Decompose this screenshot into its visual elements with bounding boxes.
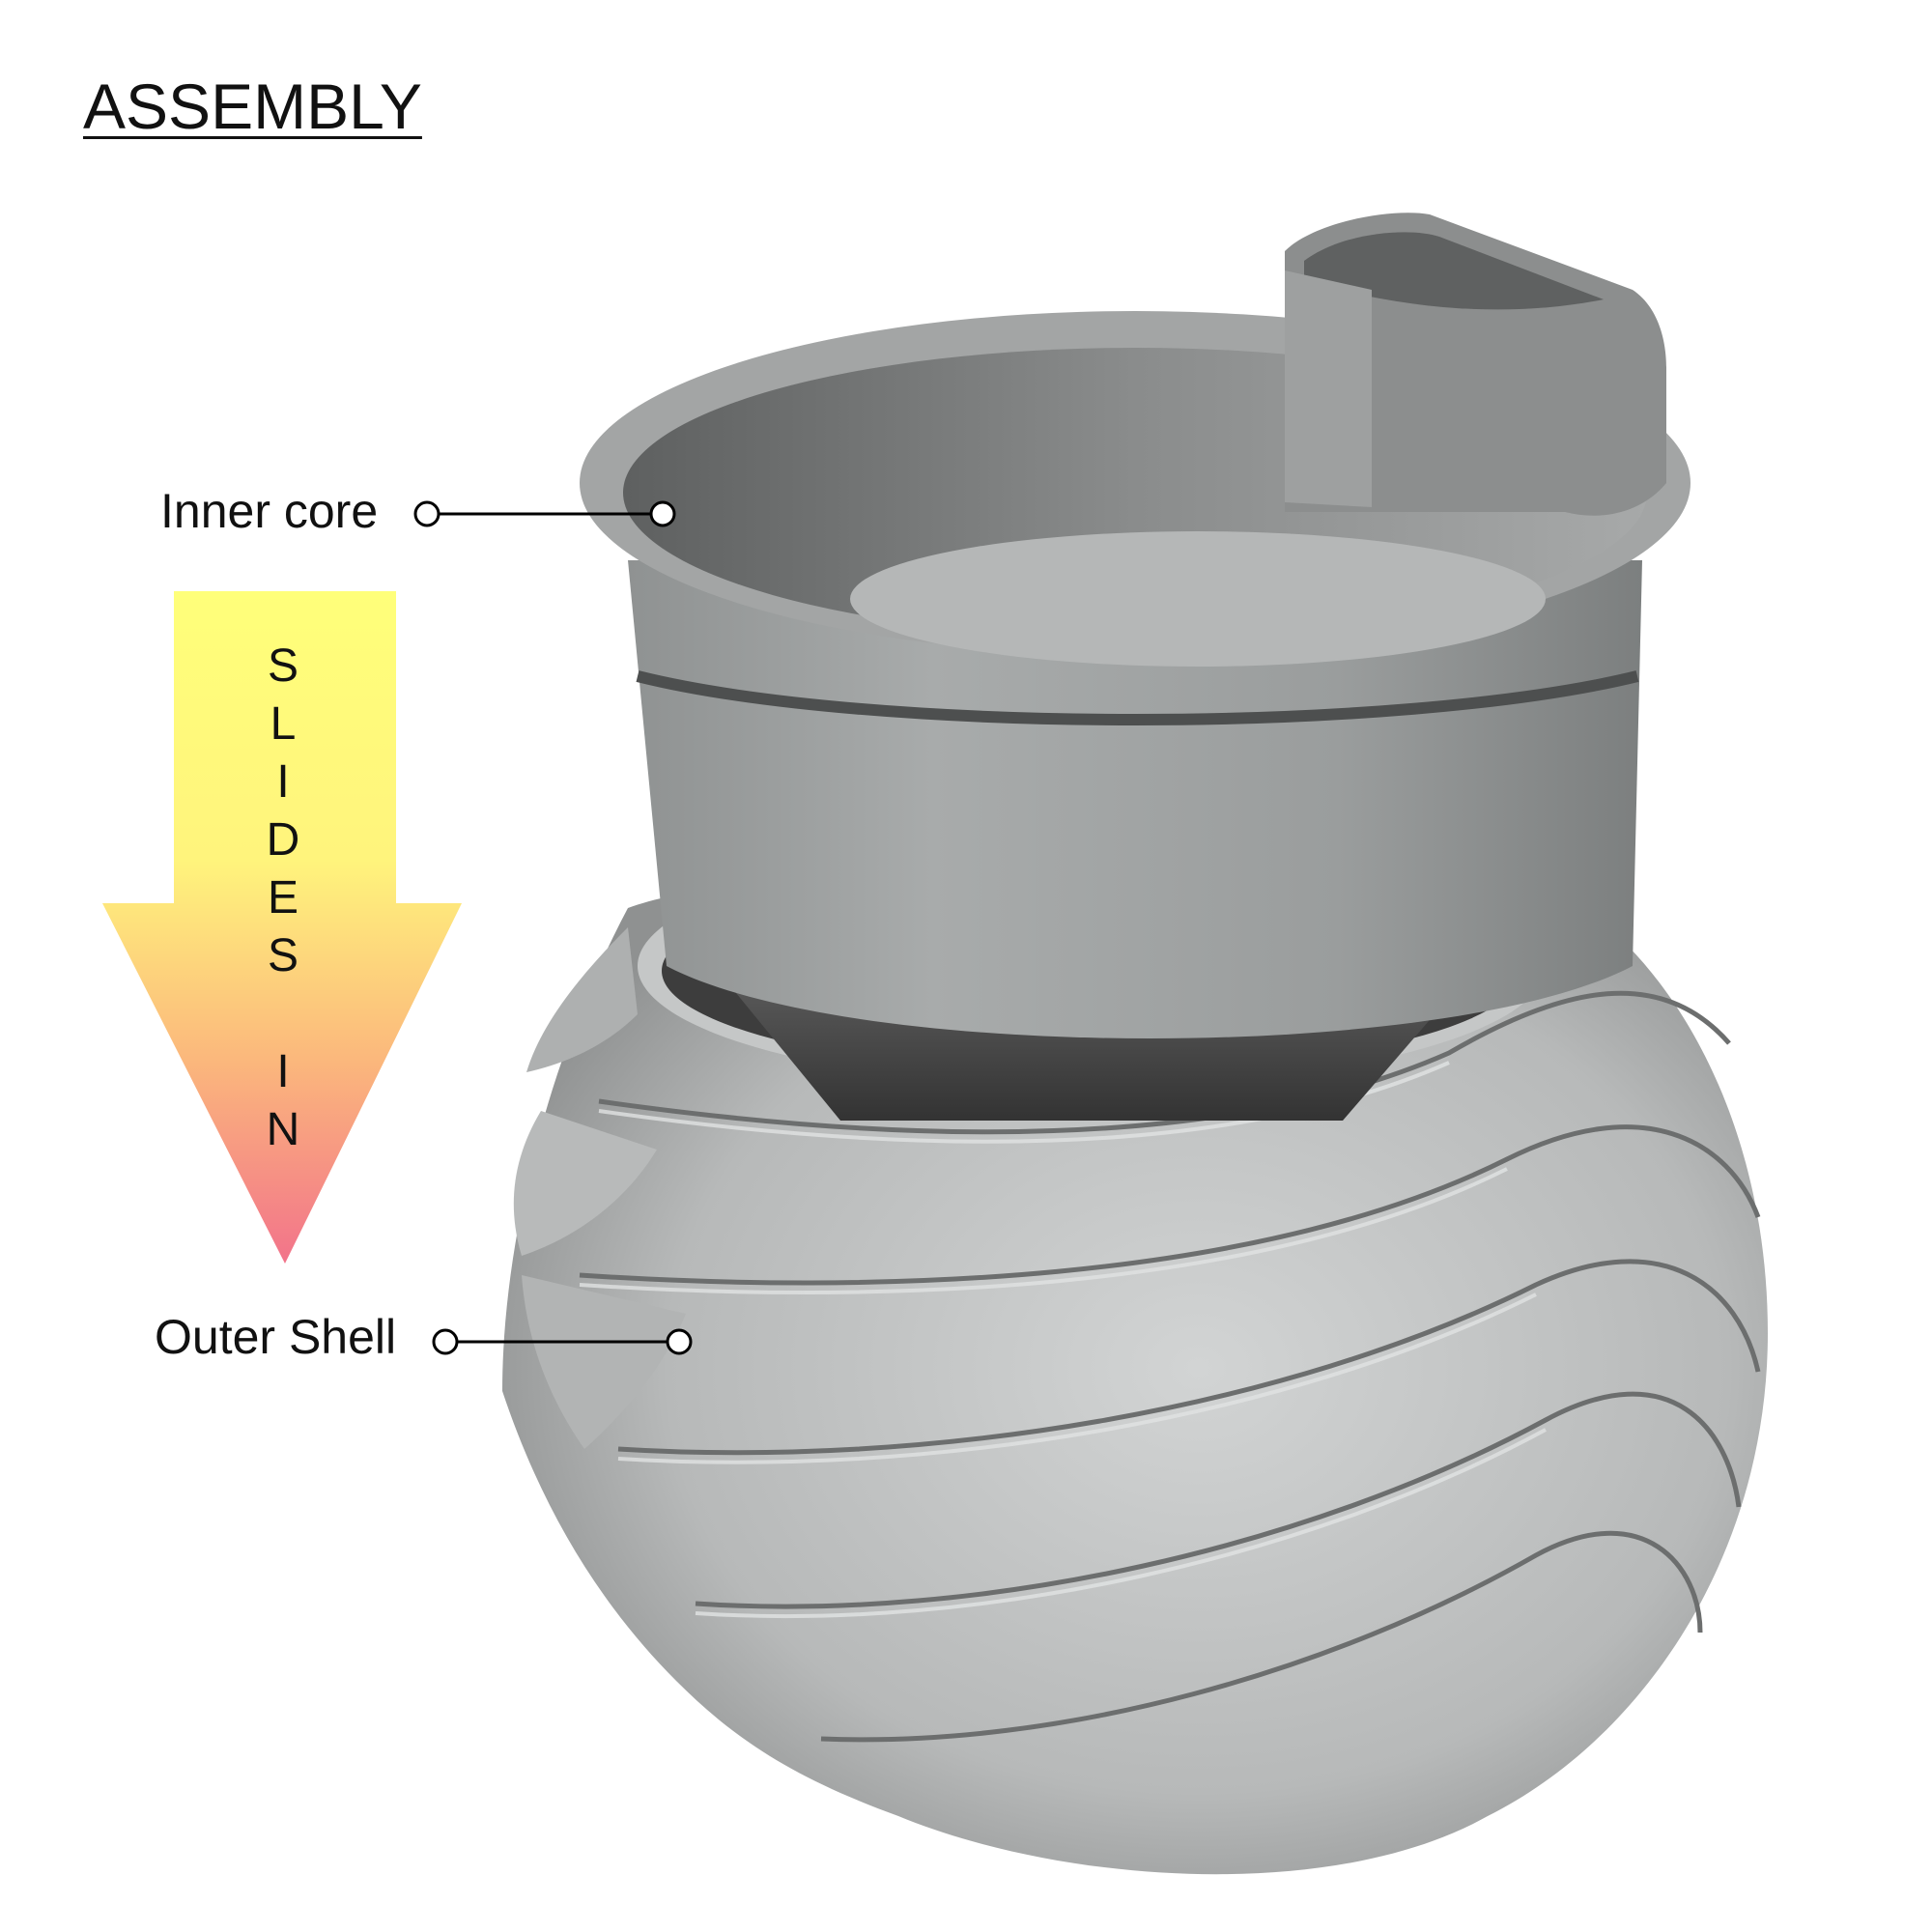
callout-inner-core — [413, 500, 676, 527]
slides-in-letter: I — [276, 756, 290, 808]
slides-in-letter: S — [267, 640, 298, 692]
slides-in-letter: I — [276, 1046, 290, 1097]
slides-in-letter: S — [267, 930, 298, 981]
callout-outer-shell — [432, 1328, 693, 1355]
slides-in-letter: E — [267, 872, 298, 923]
slides-in-letter: L — [270, 698, 297, 750]
inner-core-label: Inner core — [160, 484, 379, 538]
slides-in-letter: N — [266, 1104, 300, 1155]
diagram-title: ASSEMBLY — [83, 71, 422, 142]
inner-core-part — [580, 213, 1690, 1121]
outer-shell-label: Outer Shell — [155, 1310, 397, 1364]
slides-in-arrow — [102, 591, 462, 1264]
slides-in-letter — [259, 985, 307, 1043]
slides-in-letter: D — [266, 814, 300, 866]
